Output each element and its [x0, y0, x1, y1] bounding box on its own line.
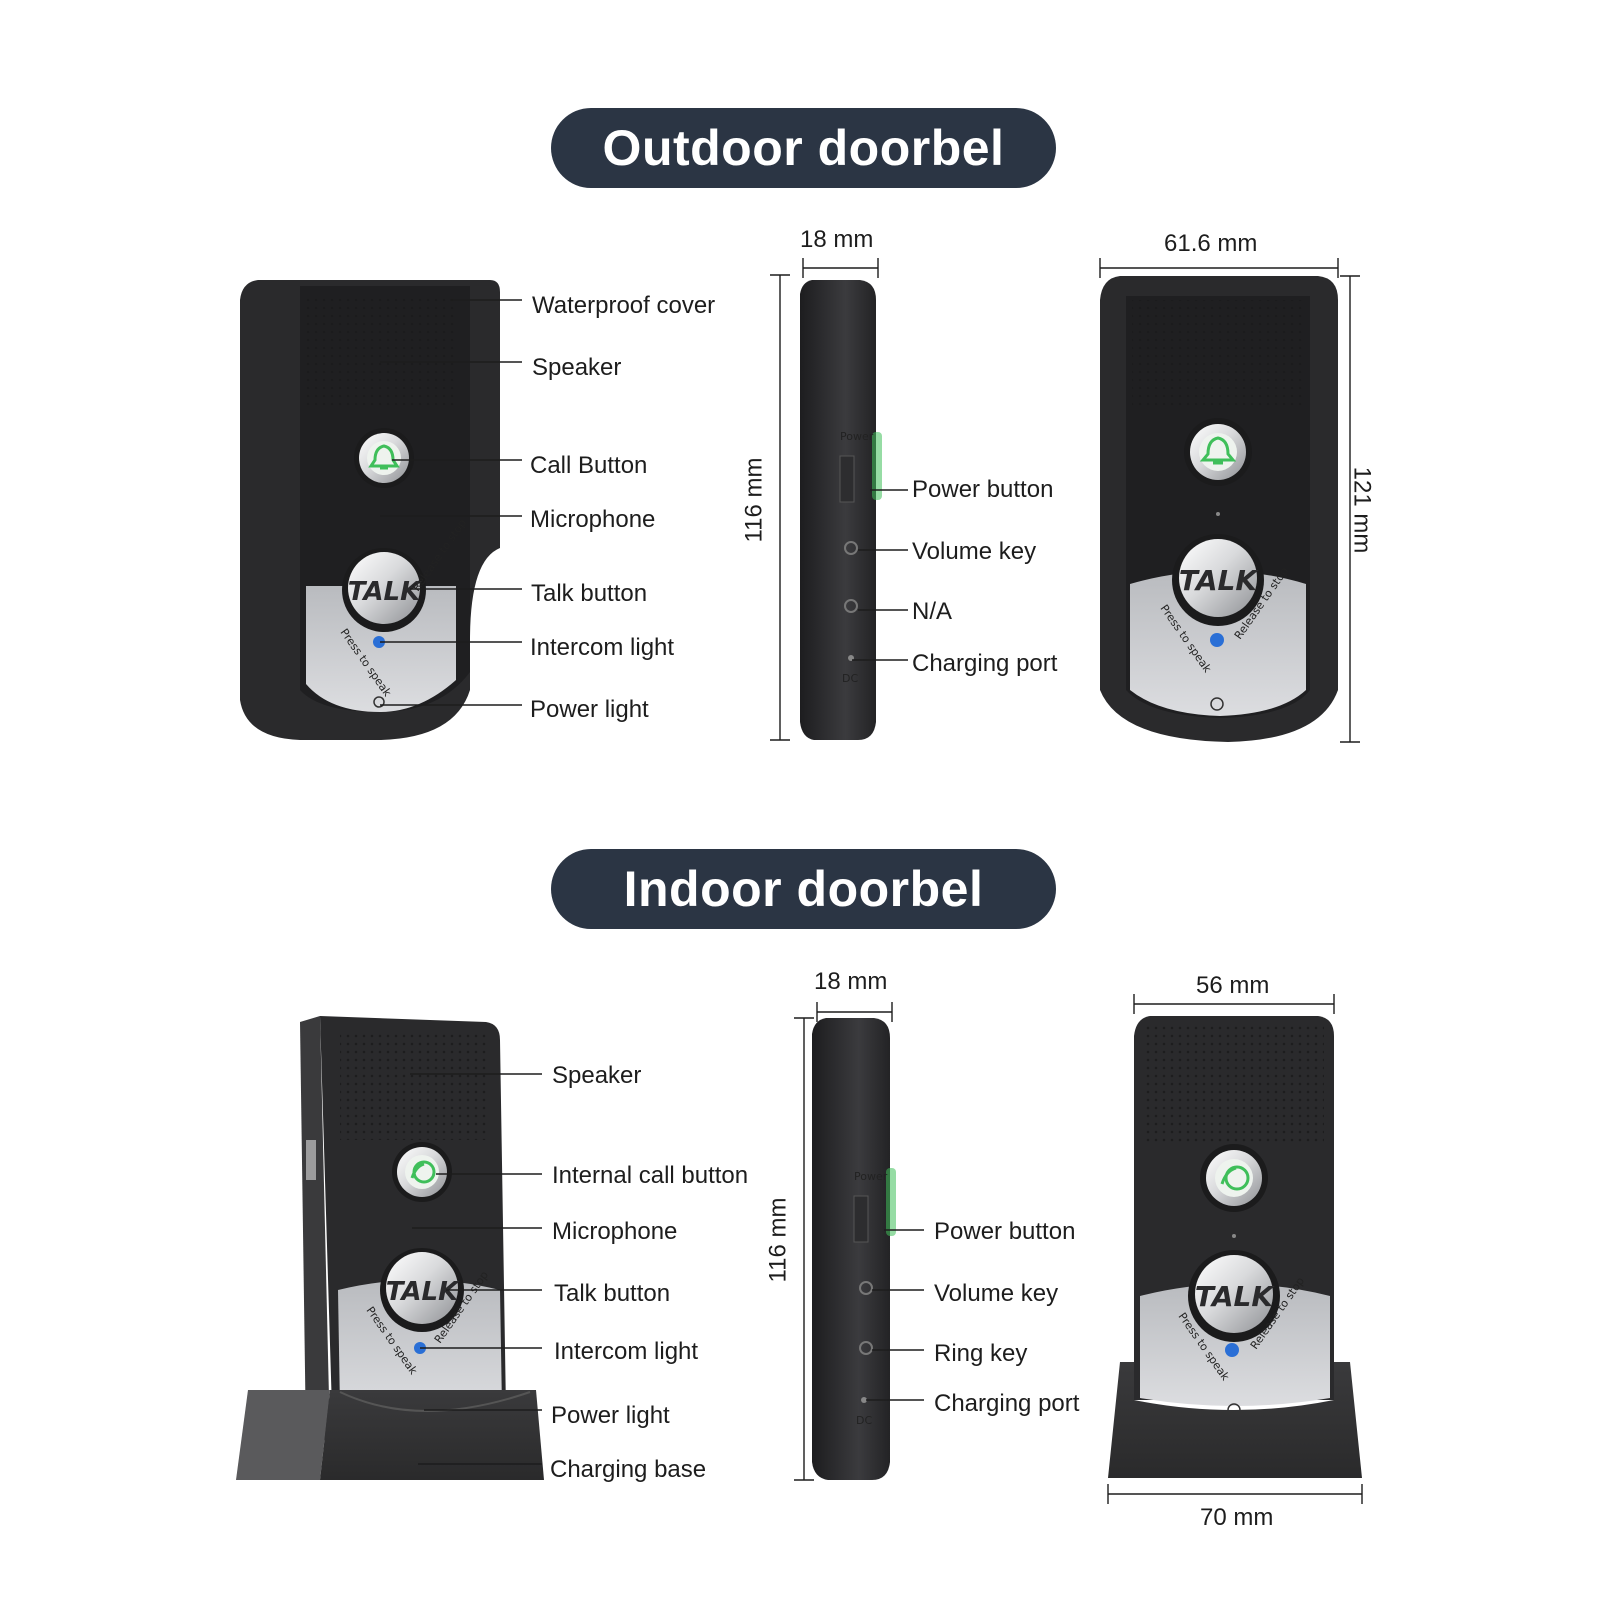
outdoor-front-device: TALK Press to speak Release to stop [240, 280, 500, 740]
label-internal-call-button: Internal call button [552, 1162, 749, 1189]
svg-text:Power: Power [854, 1170, 888, 1183]
label-talk-button: Talk button [531, 580, 648, 607]
svg-text:DC: DC [856, 1414, 872, 1427]
dim-outdoor-front-height: 121 mm [1348, 466, 1376, 554]
label-charging-base: Charging base [550, 1456, 707, 1483]
svg-text:TALK: TALK [1179, 564, 1259, 597]
dim-indoor-base-width: 70 mm [1200, 1504, 1274, 1531]
svg-text:TALK: TALK [348, 577, 422, 607]
dim-outdoor-side-width: 18 mm [800, 226, 874, 253]
label-indoor-talk-button: Talk button [554, 1280, 671, 1307]
indoor-front-device: TALK Press to speak Release to stop [236, 1016, 544, 1480]
label-ring-key: Ring key [934, 1340, 1028, 1367]
label-power-light: Power light [530, 696, 649, 723]
label-speaker: Speaker [532, 354, 622, 381]
indoor-front-straight-device: TALK Press to speak Release to stop [1108, 1016, 1362, 1478]
outdoor-side-device: Power DC [800, 280, 882, 740]
label-indoor-microphone: Microphone [552, 1218, 678, 1245]
label-waterproof-cover: Waterproof cover [532, 292, 716, 319]
outdoor-front-straight-device: TALK Press to speak Release to stop [1100, 276, 1338, 742]
label-indoor-speaker: Speaker [552, 1062, 642, 1089]
dim-indoor-height: 116 mm [764, 1197, 792, 1283]
svg-text:TALK: TALK [386, 1277, 460, 1307]
label-indoor-intercom-light: Intercom light [554, 1338, 699, 1365]
indoor-side-device: Power DC [812, 1018, 896, 1480]
svg-text:Power: Power [840, 430, 874, 443]
indoor-section-title: Indoor doorbel [551, 849, 1056, 929]
svg-text:TALK: TALK [1195, 1280, 1275, 1313]
label-call-button: Call Button [530, 452, 648, 479]
dim-indoor-side-width: 18 mm [814, 968, 888, 995]
label-indoor-charging-port: Charging port [934, 1390, 1080, 1417]
label-intercom-light: Intercom light [530, 634, 675, 661]
label-na: N/A [912, 598, 953, 625]
label-charging-port: Charging port [912, 650, 1058, 677]
label-power-button: Power button [912, 476, 1054, 503]
intercom-light-icon [373, 636, 385, 648]
dim-outdoor-front-width: 61.6 mm [1164, 230, 1258, 257]
label-indoor-power-button: Power button [934, 1218, 1076, 1245]
dim-indoor-front-width: 56 mm [1196, 972, 1270, 999]
label-volume-key: Volume key [912, 538, 1037, 565]
dim-outdoor-height: 116 mm [740, 457, 768, 543]
label-microphone: Microphone [530, 506, 656, 533]
outdoor-section-title: Outdoor doorbel [551, 108, 1056, 188]
label-indoor-volume-key: Volume key [934, 1280, 1059, 1307]
label-indoor-power-light: Power light [551, 1402, 670, 1429]
svg-text:DC: DC [842, 672, 858, 685]
